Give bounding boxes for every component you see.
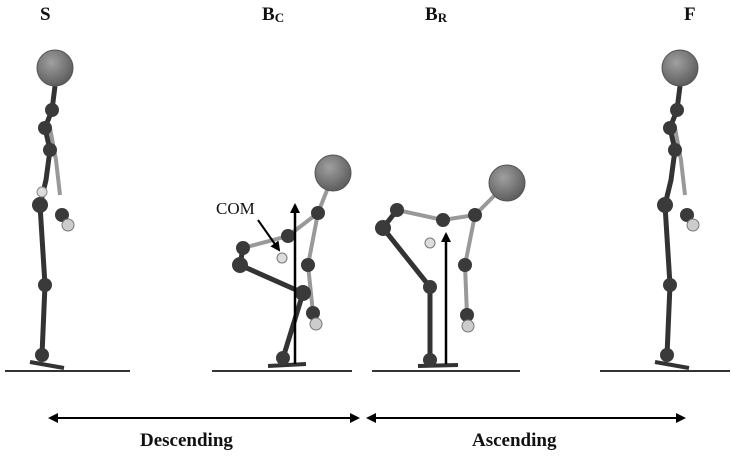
leg-segment <box>379 208 433 360</box>
label-finish: F <box>684 4 696 25</box>
label-start: S <box>40 4 51 25</box>
label-bottom-r: BR <box>425 4 447 26</box>
phase-ascending-label: Ascending <box>472 430 557 451</box>
arm-segment <box>673 127 687 196</box>
figure-start <box>5 49 130 372</box>
label-bottom-c-main: B <box>262 4 275 25</box>
com-pointer-arrow <box>257 219 281 252</box>
foot-segment <box>417 363 459 368</box>
figure-finish <box>600 49 730 372</box>
com-marker <box>276 252 288 264</box>
arm-segment <box>48 127 62 196</box>
head <box>661 49 699 87</box>
label-bottom-r-sub: R <box>437 10 448 25</box>
com-label: COM <box>216 199 255 218</box>
trunk-segment <box>242 174 335 250</box>
label-bottom-r-main: B <box>425 4 438 25</box>
label-bottom-c-sub: C <box>274 10 285 25</box>
foot-segment <box>654 360 690 370</box>
leg-segment <box>237 247 307 359</box>
figure-bottom-r <box>372 164 526 372</box>
label-bottom-c: BC <box>262 4 284 26</box>
trunk-segment <box>396 181 509 223</box>
foot-segment <box>267 362 307 368</box>
head <box>488 164 526 202</box>
phase-descending-label: Descending <box>140 430 233 451</box>
figure-bottom-c <box>212 154 352 372</box>
head <box>36 49 74 87</box>
foot-segment <box>29 360 65 370</box>
com-marker <box>424 237 436 249</box>
head <box>314 154 352 192</box>
